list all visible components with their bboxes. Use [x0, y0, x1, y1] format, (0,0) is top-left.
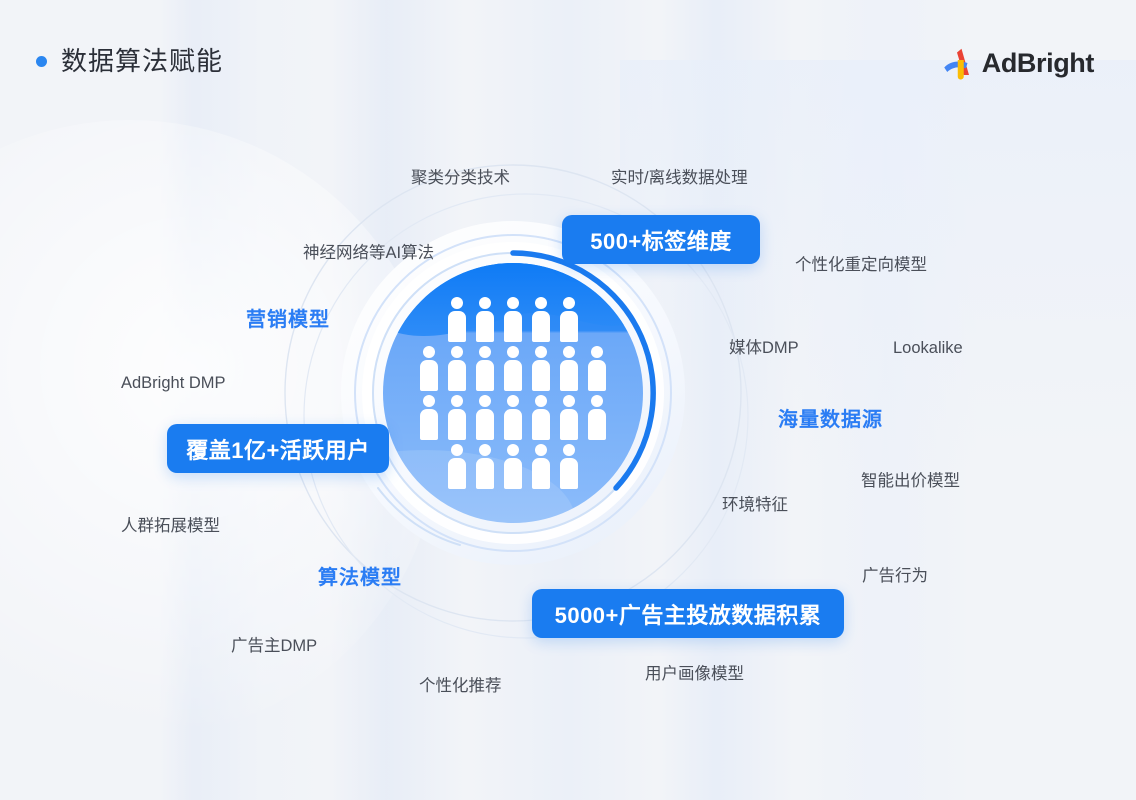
keyword-personalized-retarget: 个性化重定向模型 — [795, 256, 927, 274]
badge-advertiser-data[interactable]: 5000+广告主投放数据积累 — [532, 589, 844, 638]
person-icon — [447, 297, 467, 342]
person-icon — [559, 395, 579, 440]
keyword-cluster-classification: 聚类分类技术 — [411, 169, 510, 187]
person-icon — [419, 346, 439, 391]
hero-rings-svg — [284, 164, 749, 639]
person-icon — [503, 297, 523, 342]
person-icon — [475, 346, 495, 391]
person-icon — [531, 346, 551, 391]
keyword-neural-ai: 神经网络等AI算法 — [303, 244, 435, 262]
person-icon — [587, 346, 607, 391]
person-icon — [475, 297, 495, 342]
people-row — [447, 297, 579, 342]
brand-logo-text: AdBright — [981, 47, 1095, 78]
person-icon — [531, 444, 551, 489]
badge-tag-dimensions[interactable]: 500+标签维度 — [562, 215, 760, 264]
person-icon — [475, 444, 495, 489]
people-row — [419, 346, 607, 391]
badge-active-users[interactable]: 覆盖1亿+活跃用户 — [167, 424, 389, 473]
person-icon — [531, 297, 551, 342]
outer-decorative-ring-2 — [303, 193, 749, 639]
person-icon — [475, 395, 495, 440]
keyword-smart-bidding: 智能出价模型 — [861, 472, 960, 490]
keyword-environment-feature: 环境特征 — [722, 496, 788, 514]
slide-header: 数据算法赋能 AdBright — [0, 0, 1136, 120]
page-title: 数据算法赋能 — [36, 48, 223, 74]
people-row — [447, 444, 579, 489]
accent-arc-lower-left — [377, 487, 461, 546]
title-bullet-dot — [36, 55, 47, 67]
people-row — [419, 395, 607, 440]
keyword-media-dmp: 媒体DMP — [729, 339, 799, 357]
keyword-lookalike: Lookalike — [893, 339, 963, 357]
keyword-algorithm-model: 算法模型 — [318, 567, 402, 589]
person-icon — [587, 395, 607, 440]
keyword-personalized-recommend: 个性化推荐 — [419, 677, 502, 695]
keyword-ad-behavior: 广告行为 — [862, 567, 928, 585]
mid-ring — [354, 234, 672, 552]
person-icon — [503, 346, 523, 391]
person-icon — [559, 297, 579, 342]
outer-decorative-ring — [284, 164, 742, 622]
progress-arc — [510, 250, 656, 491]
person-icon — [447, 395, 467, 440]
person-icon — [559, 346, 579, 391]
person-icon — [447, 346, 467, 391]
person-icon — [447, 444, 467, 489]
keyword-marketing-model: 营销模型 — [246, 309, 330, 331]
person-icon — [419, 395, 439, 440]
hero-graphic — [284, 164, 810, 680]
person-icon — [503, 444, 523, 489]
keyword-adbright-dmp: AdBright DMP — [121, 374, 226, 392]
keyword-audience-expansion: 人群拓展模型 — [121, 517, 220, 535]
inner-white-ring — [362, 242, 664, 544]
adbright-logo-icon — [943, 48, 969, 80]
people-grid — [383, 263, 643, 523]
keyword-realtime-offline: 实时/离线数据处理 — [611, 169, 748, 187]
person-icon — [503, 395, 523, 440]
page-title-text: 数据算法赋能 — [61, 46, 224, 76]
keyword-advertiser-dmp: 广告主DMP — [231, 637, 318, 655]
brand-logo: AdBright — [939, 45, 1094, 81]
keyword-massive-data-source: 海量数据源 — [778, 409, 883, 431]
keyword-user-profile-model: 用户画像模型 — [645, 665, 744, 683]
person-icon — [559, 444, 579, 489]
person-icon — [531, 395, 551, 440]
